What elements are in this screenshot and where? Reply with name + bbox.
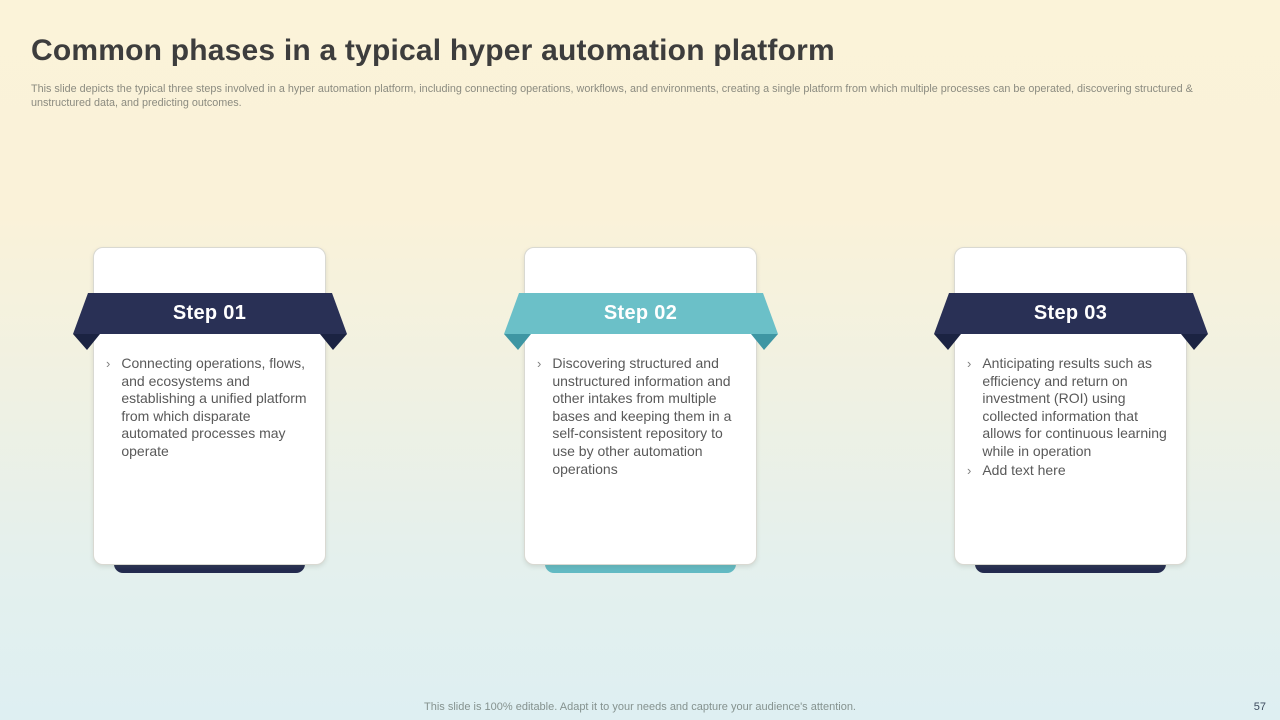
- slide-title: Common phases in a typical hyper automat…: [31, 34, 835, 67]
- bullet-item: › Discovering structured and unstructure…: [537, 355, 747, 478]
- step-bullet-list: › Discovering structured and unstructure…: [524, 355, 757, 479]
- bullet-item: › Connecting operations, flows, and ecos…: [106, 355, 316, 461]
- ribbon-banner-graphic: [504, 293, 778, 350]
- bullet-chevron-icon: ›: [967, 462, 972, 478]
- ribbon-banner-graphic: [934, 293, 1208, 350]
- step-card-2: Step 02 › Discovering structured and uns…: [504, 247, 778, 573]
- step-label: Step 01: [172, 302, 247, 324]
- step-card-3: Step 03 › Anticipating results such as e…: [934, 247, 1208, 573]
- bullet-chevron-icon: ›: [967, 356, 972, 371]
- bullet-text: Add text here: [982, 461, 1066, 478]
- bullet-item: › Add text here: [967, 462, 1177, 480]
- ribbon-banner-graphic: [73, 293, 347, 350]
- bullet-text: Connecting operations, flows, and ecosys…: [121, 355, 307, 459]
- step-label: Step 03: [1033, 302, 1108, 324]
- footer-note: This slide is 100% editable. Adapt it to…: [424, 701, 856, 713]
- bullet-text: Anticipating results such as efficiency …: [982, 355, 1167, 459]
- step-ribbon: [504, 293, 778, 352]
- page-number: 57: [1253, 701, 1266, 713]
- bullet-chevron-icon: ›: [106, 356, 111, 371]
- bullet-chevron-icon: ›: [537, 356, 542, 371]
- step-ribbon: [73, 293, 347, 352]
- slide-subtitle: This slide depicts the typical three ste…: [31, 83, 1193, 109]
- step-label: Step 02: [603, 302, 678, 324]
- step-ribbon: [934, 293, 1208, 352]
- step-bullet-list: › Anticipating results such as efficienc…: [954, 355, 1187, 480]
- bullet-text: Discovering structured and unstructured …: [552, 355, 732, 477]
- step-card-1: Step 01 › Connecting operations, flows, …: [73, 247, 347, 573]
- bullet-item: › Anticipating results such as efficienc…: [967, 355, 1177, 461]
- step-bullet-list: › Connecting operations, flows, and ecos…: [93, 355, 326, 462]
